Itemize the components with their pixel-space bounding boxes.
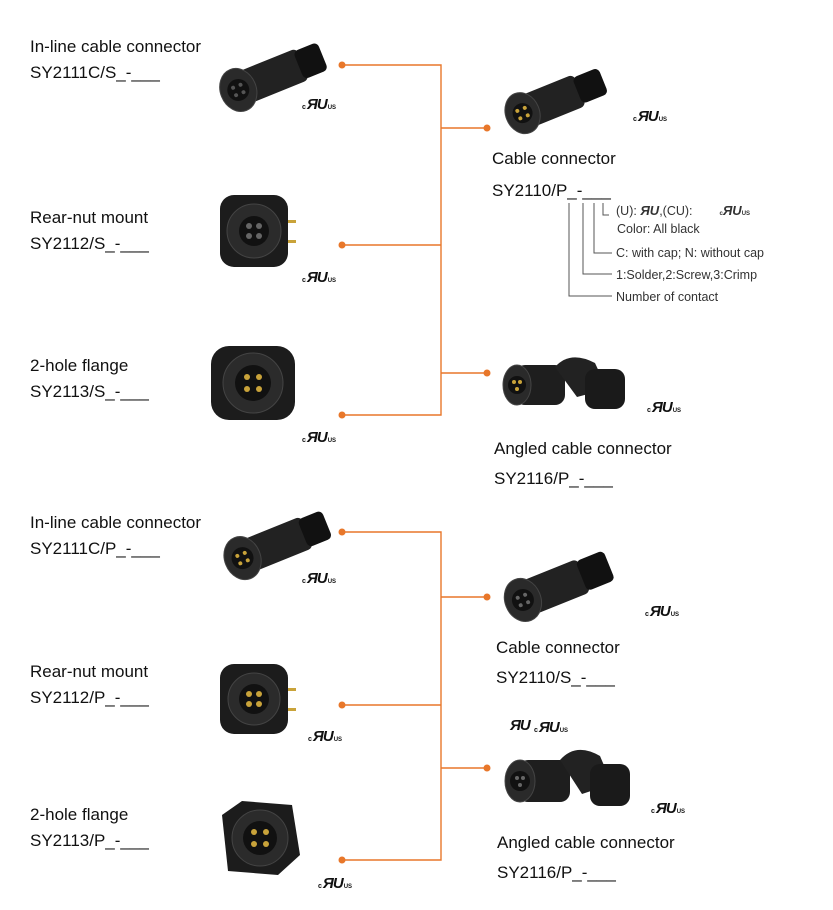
- g2-angled-label: Angled cable connector SY2116/P_-___: [497, 828, 675, 888]
- g1-flange-image: [211, 346, 295, 420]
- g2-rearnut-label: Rear-nut mount SY2112/P_-___: [30, 659, 149, 711]
- product-name: Angled cable connector: [494, 439, 672, 458]
- g1-cable-connector-image: [504, 69, 607, 135]
- g1-inline-label: In-line cable connector SY2111C/S_-___: [30, 34, 201, 86]
- g1-angled-label: Angled cable connector SY2116/P_-___: [494, 434, 672, 494]
- g1-inline-connector-image: [219, 43, 327, 112]
- g2-inline-label: In-line cable connector SY2111C/P_-___: [30, 510, 201, 562]
- legend-termination: 1:Solder,2:Screw,3:Crimp: [616, 268, 758, 282]
- legend-line-cap: [593, 203, 612, 254]
- product-code: SY2110/S_-___: [496, 668, 615, 687]
- wire-dot: [483, 124, 491, 132]
- product-name: In-line cable connector: [30, 513, 202, 532]
- g1-rearnut-image: [220, 195, 296, 267]
- cert-mid-text: ,(CU):: [659, 204, 693, 218]
- group2-left-bus: [342, 531, 442, 861]
- product-code: SY2116/P_-___: [494, 469, 613, 488]
- product-name: Angled cable connector: [497, 833, 675, 852]
- product-name: Rear-nut mount: [30, 662, 149, 681]
- c-icon: c: [719, 211, 723, 217]
- product-code: SY2113/S_-___: [30, 382, 149, 401]
- product-code: SY2113/P_-___: [30, 831, 149, 850]
- product-name: Cable connector: [492, 149, 616, 168]
- g1-rearnut-label: Rear-nut mount SY2112/S_-___: [30, 205, 149, 257]
- legend-cap: C: with cap; N: without cap: [616, 246, 764, 260]
- product-name: Rear-nut mount: [30, 208, 149, 227]
- product-name: 2-hole flange: [30, 805, 129, 824]
- g2-cable-label: Cable connector SY2110/S_-___: [496, 633, 620, 693]
- wire-dot: [483, 764, 491, 772]
- us-icon: US: [741, 211, 751, 217]
- legend-contacts: Number of contact: [616, 290, 719, 304]
- wire-dot: [338, 701, 346, 709]
- g2-inline-connector-image: [223, 511, 332, 581]
- g1-flange-label: 2-hole flange SY2113/S_-___: [30, 353, 149, 405]
- product-code: SY2110/P_-___: [492, 181, 611, 200]
- wire-dot: [338, 856, 346, 864]
- g1-cable-label: Cable connector SY2110/P_-___: [492, 143, 616, 207]
- g1-angled-connector-image: [502, 357, 625, 409]
- g2-angled-connector-image: [504, 749, 630, 806]
- legend-line-cert: [602, 203, 609, 216]
- product-name: In-line cable connector: [30, 37, 202, 56]
- wire-dot: [338, 61, 346, 69]
- product-name: 2-hole flange: [30, 356, 129, 375]
- product-code: SY2111C/P_-___: [30, 539, 160, 558]
- group1-left-bus: [342, 64, 442, 416]
- g2-flange-image: [222, 801, 300, 875]
- g2-cable-connector-image: [503, 551, 614, 622]
- wire-dot: [338, 241, 346, 249]
- ul-ru-icon: ЯU: [640, 203, 660, 218]
- legend-line-termination: [582, 203, 612, 275]
- product-code: SY2112/P_-___: [30, 688, 149, 707]
- legend-color: Color: All black: [617, 222, 700, 236]
- cert-prefix-text: (U):: [616, 204, 637, 218]
- g2-rearnut-image: [220, 664, 296, 734]
- product-code: SY2112/S_-___: [30, 234, 149, 253]
- wire-dot: [483, 369, 491, 377]
- product-code: SY2116/P_-___: [497, 863, 616, 882]
- ul-ru-icon: ЯU: [722, 203, 742, 218]
- g2-flange-label: 2-hole flange SY2113/P_-___: [30, 802, 149, 854]
- legend-line-contacts: [568, 203, 612, 297]
- wire-dot: [338, 528, 346, 536]
- legend-cert: (U): ЯU,(CU): cЯUUS: [616, 203, 750, 222]
- product-code: SY2111C/S_-___: [30, 63, 160, 82]
- wire-dot: [483, 593, 491, 601]
- wire-dot: [338, 411, 346, 419]
- ul-ru-certification-icon: ЯU: [510, 717, 531, 734]
- product-name: Cable connector: [496, 638, 620, 657]
